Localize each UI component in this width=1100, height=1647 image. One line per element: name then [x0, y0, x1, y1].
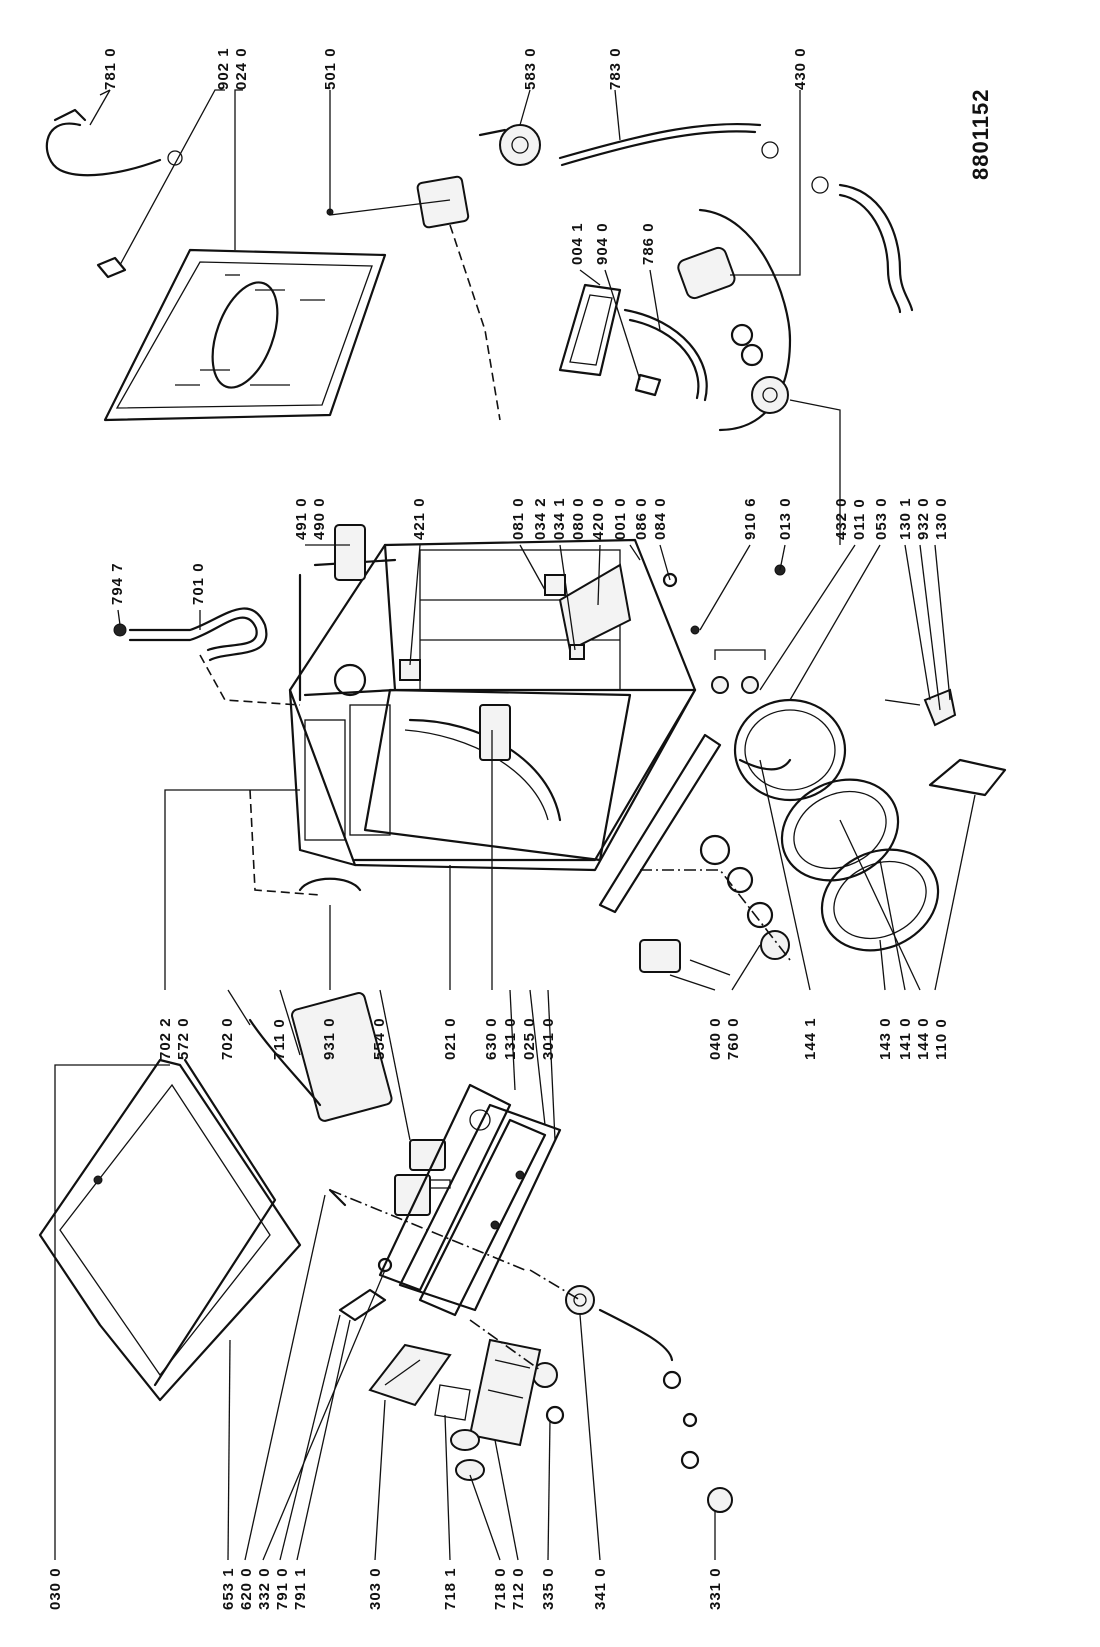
label-080-0: 080 0 — [570, 497, 587, 540]
label-021-0: 021 0 — [442, 1017, 459, 1060]
small-parts-791 — [328, 1188, 393, 1322]
knob-341 — [529, 1269, 595, 1315]
label-143-0: 143 0 — [877, 1017, 894, 1060]
label-331-0: 331 0 — [707, 1567, 724, 1610]
label-084-0: 084 0 — [652, 497, 669, 540]
label-702-0: 702 0 — [219, 1017, 236, 1060]
label-001-0: 001 0 — [612, 497, 629, 540]
label-583-0: 583 0 — [522, 47, 539, 90]
label-783-0: 783 0 — [607, 47, 624, 90]
label-760-0: 760 0 — [725, 1017, 742, 1060]
label-491-0: 491 0 — [293, 497, 310, 540]
label-144-1: 144 1 — [802, 1017, 819, 1060]
drain-hose-430 — [811, 176, 914, 314]
label-794-7: 794 7 — [109, 562, 126, 605]
label-332-0: 332 0 — [256, 1567, 273, 1610]
hook-931 — [249, 789, 362, 896]
top-lid-panel — [38, 1058, 302, 1402]
label-301-0: 301 0 — [540, 1017, 557, 1060]
feet-011 — [711, 649, 766, 694]
label-131-0: 131 0 — [502, 1017, 519, 1060]
label-341-0: 341 0 — [592, 1567, 609, 1610]
control-panel — [378, 1083, 562, 1317]
label-432-0: 432 0 — [833, 497, 850, 540]
label-081-0: 081 0 — [510, 497, 527, 540]
label-335-0: 335 0 — [540, 1567, 557, 1610]
knob-335 — [532, 1362, 565, 1425]
front-parts-040-760 — [639, 834, 791, 976]
label-040-0: 040 0 — [707, 1017, 724, 1060]
caps-718 — [434, 1384, 485, 1481]
label-572-0: 572 0 — [175, 1017, 192, 1060]
label-791-0: 791 0 — [274, 1567, 291, 1610]
label-718-0: 718 0 — [492, 1567, 509, 1610]
label-501-0: 501 0 — [322, 47, 339, 90]
leader-lines — [54, 89, 976, 1561]
label-024-0: 024 0 — [233, 47, 250, 90]
clip-902 — [96, 256, 127, 279]
label-902-1: 902 1 — [215, 47, 232, 90]
label-781-0: 781 0 — [102, 47, 119, 90]
label-130-0: 130 0 — [933, 497, 950, 540]
label-141-0: 141 0 — [897, 1017, 914, 1060]
part-labels: 781 0 902 1 024 0 501 0 583 0 783 0 430 … — [47, 47, 993, 1610]
label-110-0: 110 0 — [933, 1018, 950, 1060]
label-034-1: 034 1 — [551, 497, 568, 540]
label-554-0: 554 0 — [371, 1017, 388, 1060]
filter-004 — [558, 283, 622, 377]
label-910-6: 910 6 — [742, 497, 759, 540]
label-430-0: 430 0 — [792, 47, 809, 90]
label-904-0: 904 0 — [594, 222, 611, 265]
label-931-0: 931 0 — [321, 1017, 338, 1060]
label-303-0: 303 0 — [367, 1567, 384, 1610]
label-718-1: 718 1 — [442, 1567, 459, 1610]
label-653-1: 653 1 — [220, 1567, 237, 1610]
label-701-0: 701 0 — [190, 562, 207, 605]
label-030-0: 030 0 — [47, 1567, 64, 1610]
label-712-0: 712 0 — [510, 1567, 527, 1610]
front-rail-053 — [598, 733, 722, 914]
pressure-switch-583 — [478, 124, 541, 166]
label-034-2: 034 2 — [532, 497, 549, 540]
label-130-1: 130 1 — [897, 497, 914, 540]
drain-pump-assembly — [677, 208, 792, 432]
label-011-0: 011 0 — [851, 498, 868, 540]
label-086-0: 086 0 — [633, 497, 650, 540]
label-630-0: 630 0 — [483, 1017, 500, 1060]
label-490-0: 490 0 — [311, 497, 328, 540]
label-420-0: 420 0 — [590, 497, 607, 540]
label-791-1: 791 1 — [292, 1567, 309, 1610]
hose-783 — [558, 122, 779, 167]
label-711-0: 711 0 — [271, 1018, 288, 1060]
drawer-front-303 — [368, 1343, 452, 1407]
label-702-2: 702 2 — [157, 1017, 174, 1060]
detergent-drawer-assembly — [248, 992, 446, 1216]
label-620-0: 620 0 — [238, 1567, 255, 1610]
label-053-0: 053 0 — [873, 497, 890, 540]
label-013-0: 013 0 — [777, 497, 794, 540]
label-932-0: 932 0 — [915, 497, 932, 540]
label-421-0: 421 0 — [411, 497, 428, 540]
label-004-1: 004 1 — [569, 222, 586, 265]
knob-331 — [598, 1308, 733, 1513]
drawer-712 — [468, 1338, 542, 1447]
inlet-hose-701 — [113, 607, 301, 706]
label-786-0: 786 0 — [640, 222, 657, 265]
hose-781 — [45, 108, 183, 177]
drawing-reference: 8801152 — [968, 89, 993, 180]
cabinet-small-parts — [333, 524, 786, 761]
label-025-0: 025 0 — [521, 1017, 538, 1060]
back-panel — [103, 248, 387, 422]
hose-786 — [623, 308, 708, 402]
label-144-0: 144 0 — [915, 1017, 932, 1060]
